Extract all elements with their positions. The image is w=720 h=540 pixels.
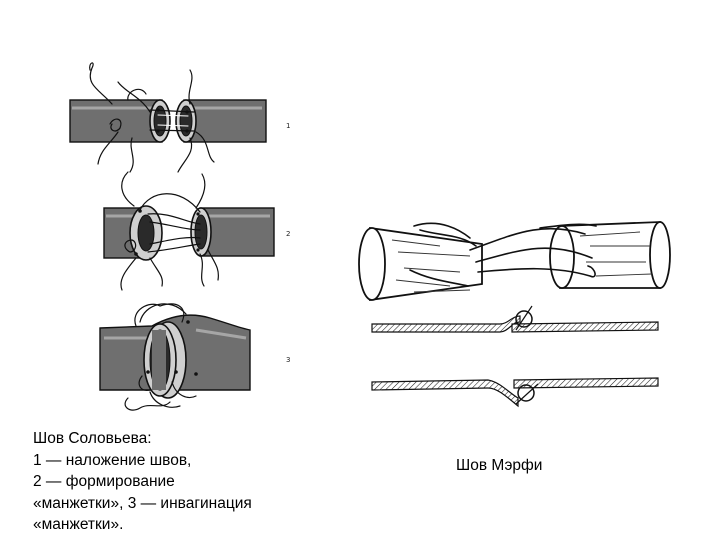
vessel-left-end <box>358 227 386 301</box>
step-label-3: 3 <box>286 356 290 364</box>
murphy-section-bottom <box>371 377 659 408</box>
murphy-tube-illustration <box>358 221 671 302</box>
suture-loop <box>517 384 535 402</box>
caption-line: «манжетки», 3 — инвагинация <box>33 494 252 512</box>
caption-line: «манжетки». <box>33 516 124 533</box>
murphy-caption: Шов Мэрфи <box>456 457 543 474</box>
solovyov-step-2-illustration: 2 <box>103 171 290 291</box>
step-label-2: 2 <box>286 230 290 238</box>
caption-line: Шов Соловьева: <box>33 430 152 447</box>
caption-line: 1 — наложение швов, <box>33 451 192 469</box>
murphy-section-top <box>371 305 659 333</box>
vessel-left-segment <box>369 226 483 302</box>
solovyov-step-1-illustration: 1 <box>69 62 290 173</box>
suture-loop <box>515 310 533 328</box>
solovyov-caption: Шов Соловьева: 1 — наложение швов, 2 — ф… <box>33 428 313 536</box>
vessel-right-opening <box>549 225 575 289</box>
caption-line: 2 — формирование <box>33 473 175 490</box>
vessel-right-end <box>649 221 671 289</box>
solovyov-step-3-illustration: 3 <box>99 303 290 411</box>
step-label-1: 1 <box>286 122 290 130</box>
